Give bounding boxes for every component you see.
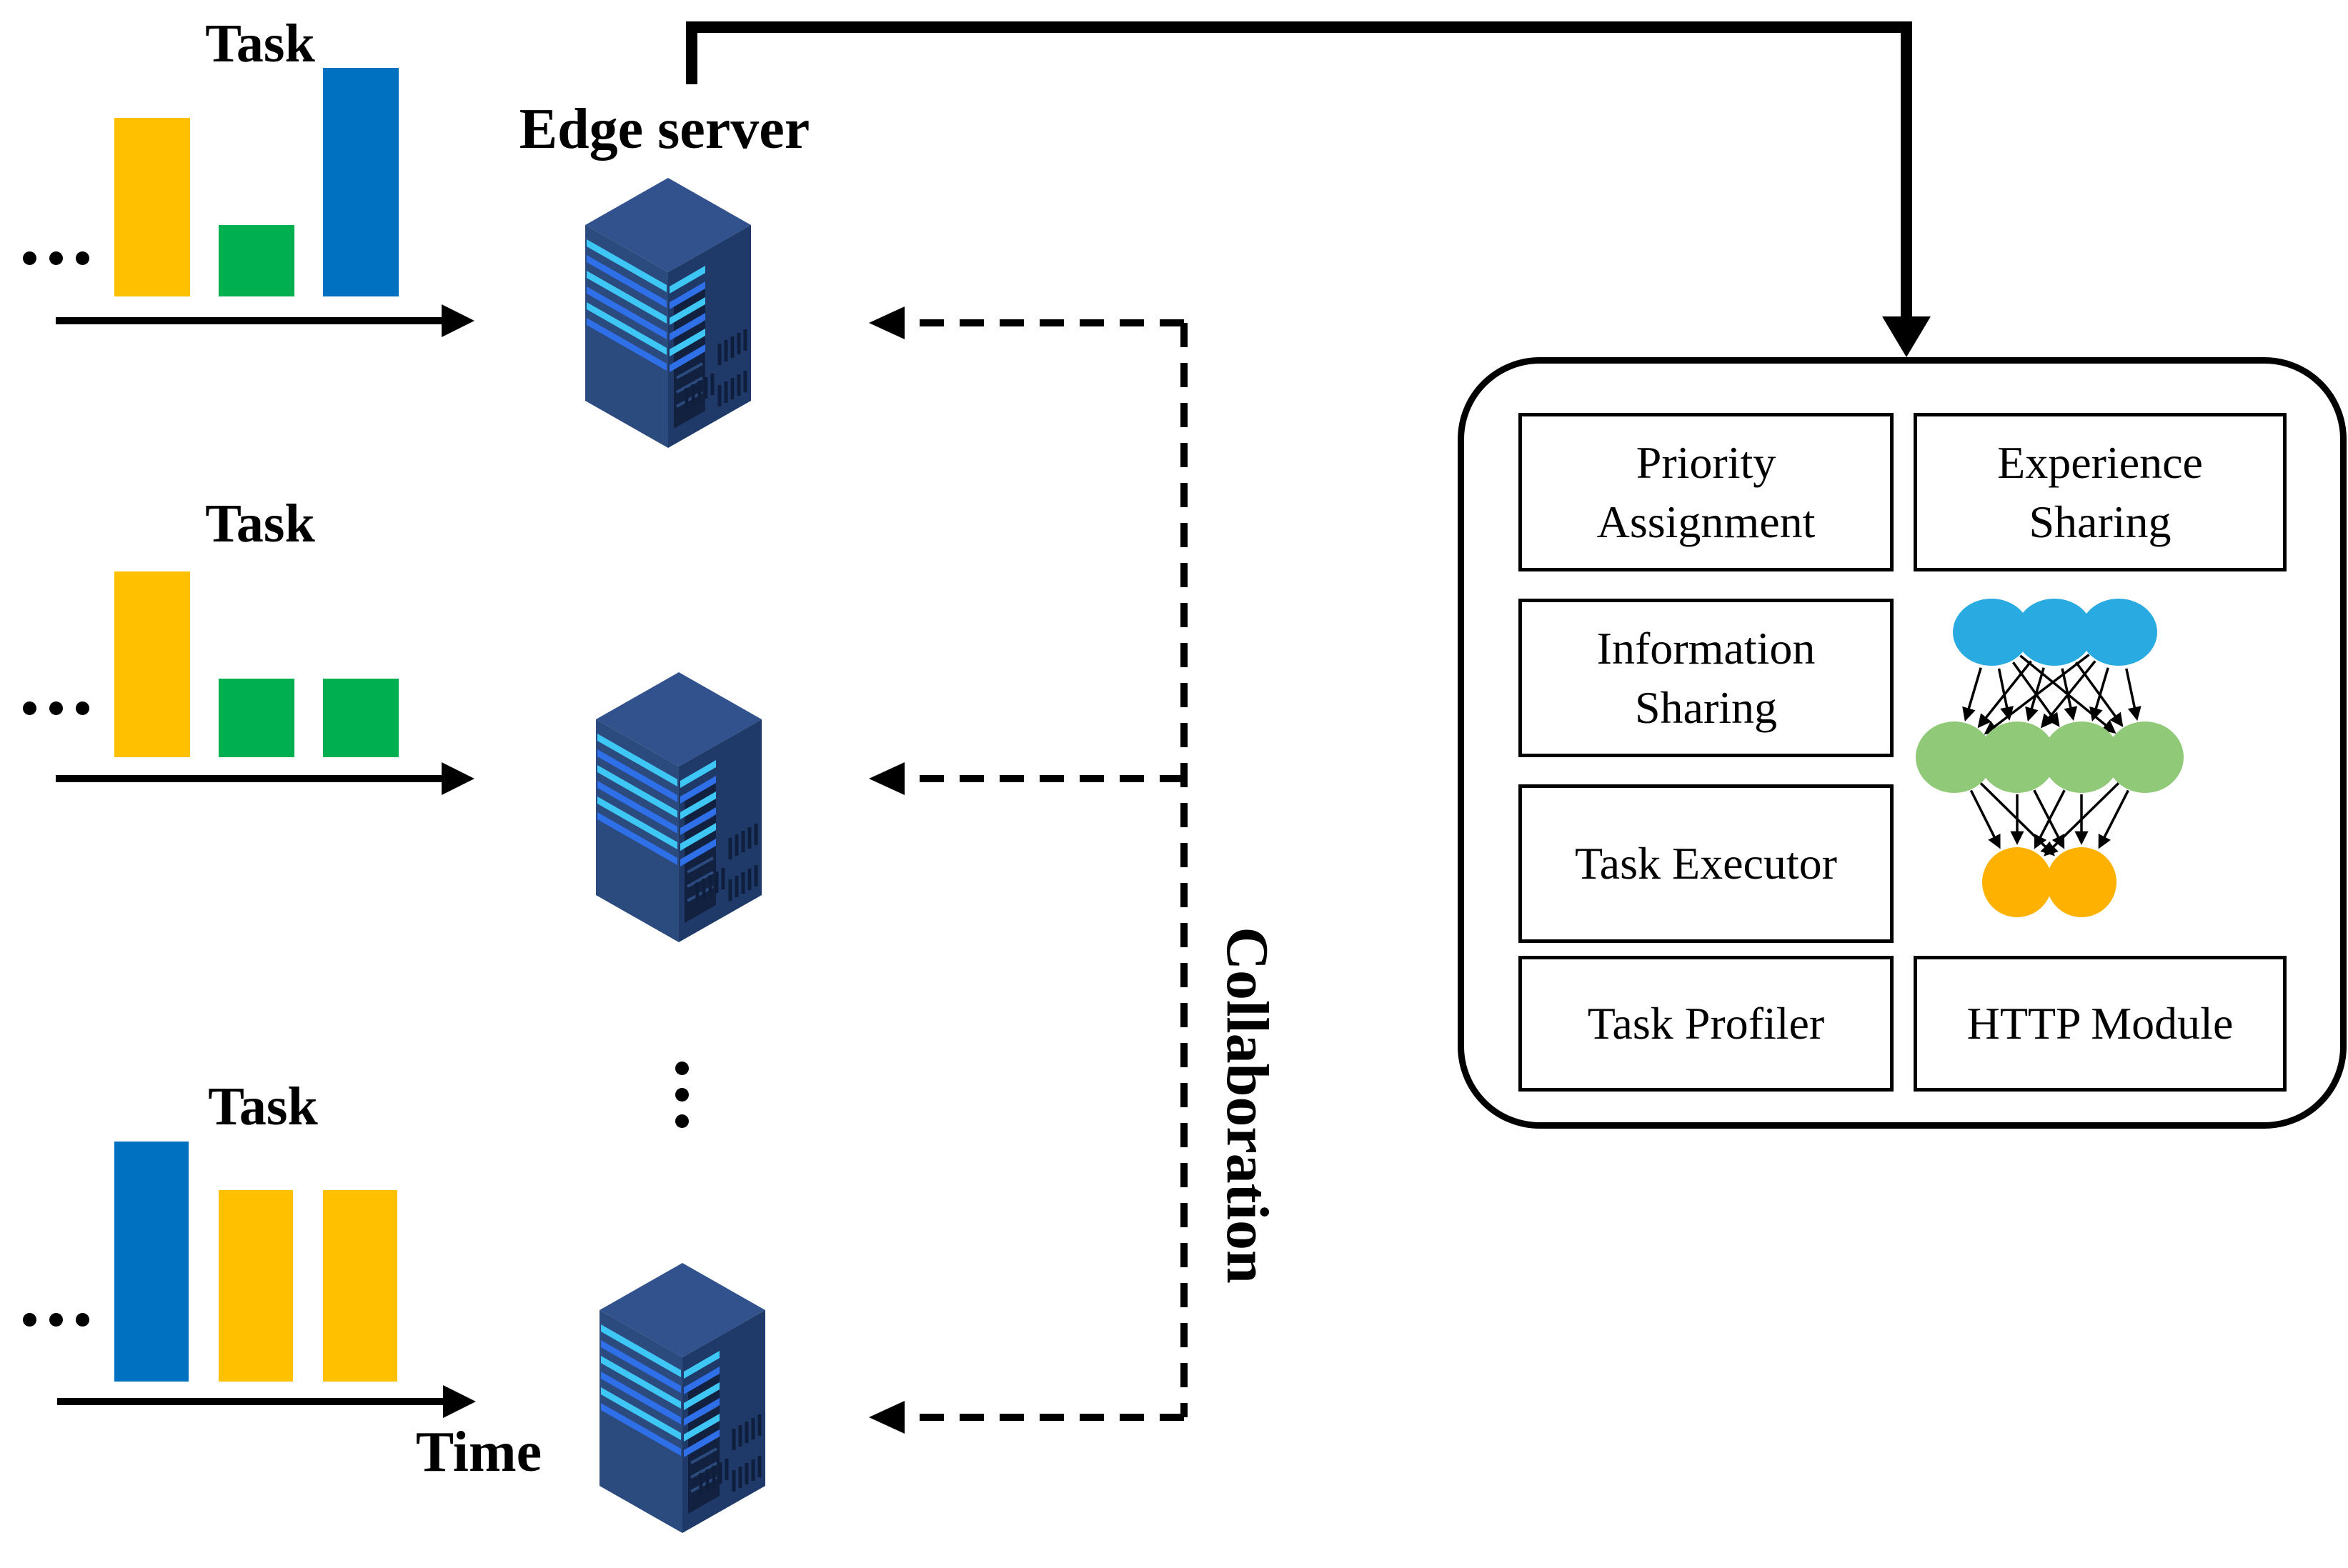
nn-edge <box>2075 661 2124 727</box>
chart3-axis-arrowhead <box>443 1385 476 1418</box>
chart2-axis-arrowhead <box>442 762 474 795</box>
edge-server-icon <box>572 668 786 947</box>
time-axis-label: Time <box>415 1421 542 1484</box>
task-bar <box>114 118 190 296</box>
input-node <box>2080 599 2157 666</box>
edge-server-icon <box>575 1259 790 1537</box>
input-node <box>2016 599 2093 666</box>
collaboration-arrowhead-2 <box>869 762 905 795</box>
task-ellipsis-3 <box>23 1313 89 1327</box>
nn-edge <box>2034 789 2066 849</box>
task-chart-1-title: Task <box>205 14 315 74</box>
edge-server-label: Edge server <box>519 98 810 161</box>
nn-edge <box>2025 667 2045 721</box>
task-bar <box>219 1190 293 1382</box>
input-node <box>1953 599 2030 666</box>
task-bar <box>323 68 399 296</box>
output-node <box>2046 847 2116 917</box>
collaboration-arrowhead-3 <box>869 1401 905 1434</box>
nn-edge <box>2089 667 2109 721</box>
edge-server-icon <box>561 174 775 452</box>
hidden-node <box>2106 721 2184 793</box>
hidden-node <box>2043 721 2120 793</box>
task-bar <box>114 1142 189 1382</box>
task-bar <box>323 1190 397 1382</box>
task-bar <box>219 679 294 757</box>
collaboration-arrowhead-1 <box>869 306 905 339</box>
hidden-node <box>1916 721 1993 793</box>
neural-network-icon <box>1901 579 2301 957</box>
module-http-module: HTTP Module <box>1914 956 2287 1092</box>
nn-edge <box>1984 654 2090 735</box>
task-bar <box>219 225 294 296</box>
module-task-executor: Task Executor <box>1518 784 1894 943</box>
module-information-sharing: Information Sharing <box>1518 599 1894 757</box>
vertical-ellipsis <box>675 1062 689 1128</box>
module-experience-sharing: Experience Sharing <box>1914 413 2287 571</box>
task-bar <box>114 571 190 757</box>
module-priority-assignment: Priority Assignment <box>1518 413 1894 571</box>
chart1-axis-arrowhead <box>442 304 474 337</box>
feedback-arrow-line <box>686 21 1912 318</box>
nn-edge <box>1977 660 2032 729</box>
task-chart-2-title: Task <box>205 494 315 554</box>
task-ellipsis-1 <box>23 251 89 265</box>
nn-edge <box>2125 668 2141 721</box>
feedback-arrowhead <box>1882 316 1931 357</box>
hidden-node <box>1979 721 2056 793</box>
task-chart-3-title: Task <box>208 1077 318 1137</box>
collaboration-label: Collaboration <box>1214 927 1280 1284</box>
nn-edge <box>1962 667 1982 721</box>
nn-edge <box>2044 782 2120 857</box>
output-node <box>1982 847 2052 917</box>
module-task-profiler: Task Profiler <box>1518 956 1894 1092</box>
nn-edge <box>1969 789 2001 849</box>
nn-edge <box>2098 789 2129 849</box>
task-bar <box>323 679 399 757</box>
nn-edge <box>2040 660 2096 729</box>
task-ellipsis-2 <box>23 701 89 715</box>
